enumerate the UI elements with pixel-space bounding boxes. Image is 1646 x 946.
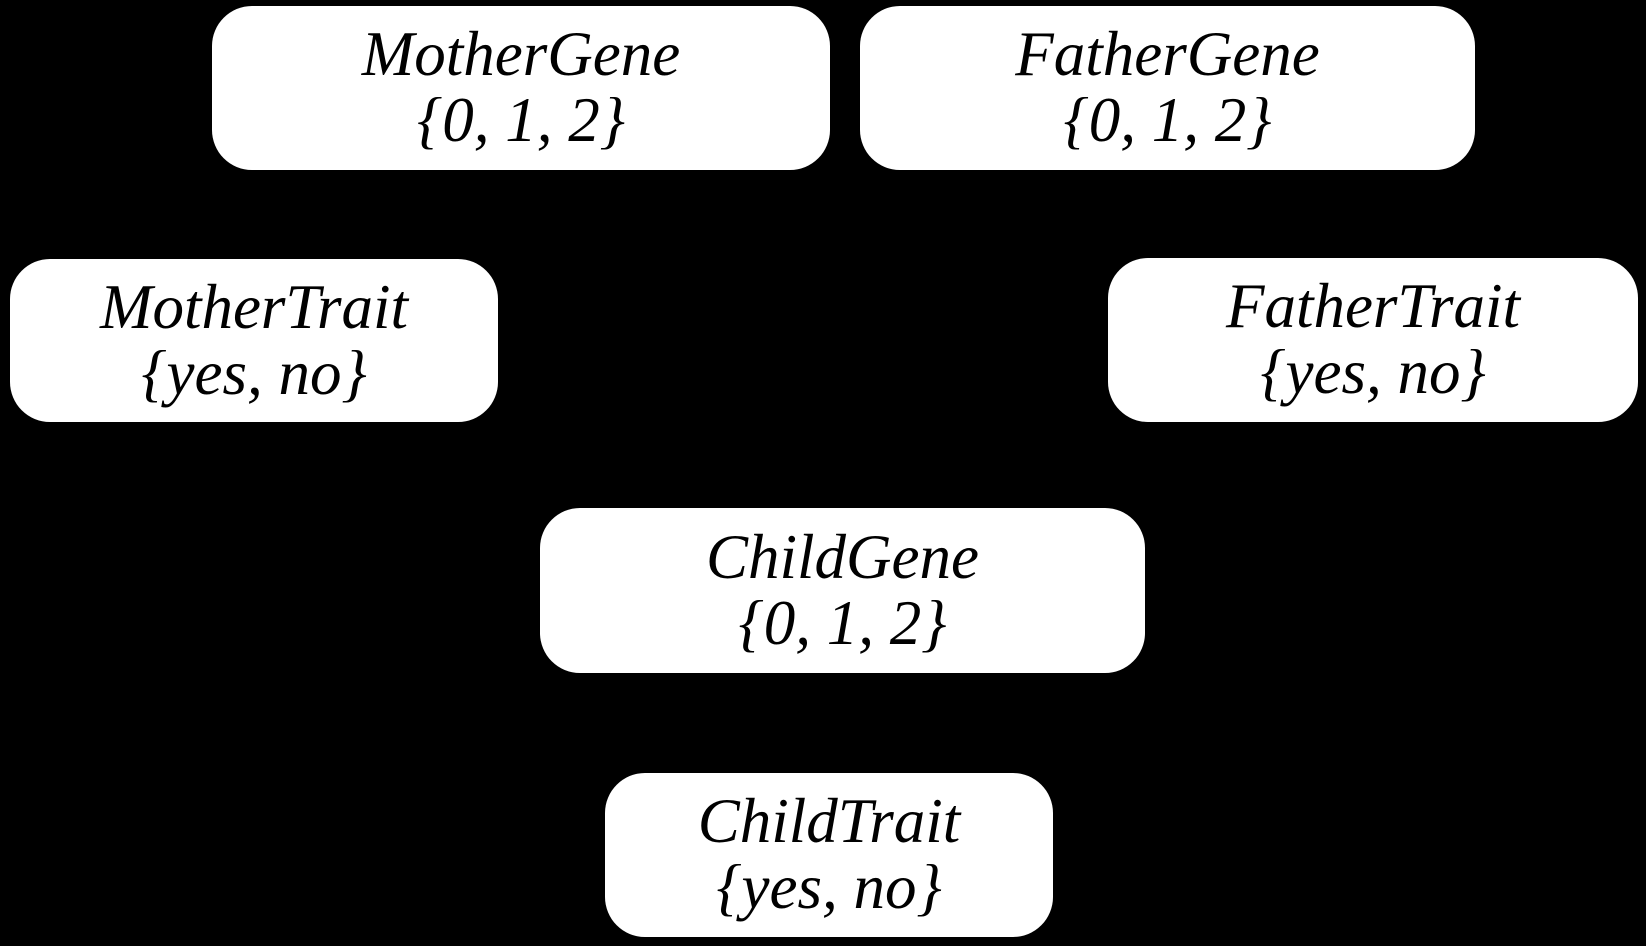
node-father-gene-values: {0, 1, 2} (1063, 85, 1272, 155)
node-child-gene-label: ChildGene (706, 521, 979, 592)
node-father-trait-values: {yes, no} (1260, 337, 1486, 407)
node-child-trait-values: {yes, no} (716, 852, 942, 922)
node-father-trait: FatherTrait {yes, no} (1108, 258, 1638, 422)
node-mother-gene: MotherGene {0, 1, 2} (212, 6, 830, 170)
node-child-trait: ChildTrait {yes, no} (605, 773, 1053, 937)
node-mother-trait-label: MotherTrait (99, 271, 409, 342)
node-father-gene-label: FatherGene (1015, 19, 1320, 90)
node-child-gene: ChildGene {0, 1, 2} (540, 508, 1145, 673)
node-mother-gene-label: MotherGene (361, 19, 681, 90)
node-father-trait-label: FatherTrait (1225, 271, 1521, 342)
node-father-gene: FatherGene {0, 1, 2} (860, 6, 1475, 170)
node-mother-trait-values: {yes, no} (141, 337, 367, 408)
node-mother-trait: MotherTrait {yes, no} (10, 259, 498, 422)
node-child-gene-values: {0, 1, 2} (738, 587, 947, 658)
node-child-trait-label: ChildTrait (697, 786, 961, 857)
node-mother-gene-values: {0, 1, 2} (417, 85, 625, 155)
